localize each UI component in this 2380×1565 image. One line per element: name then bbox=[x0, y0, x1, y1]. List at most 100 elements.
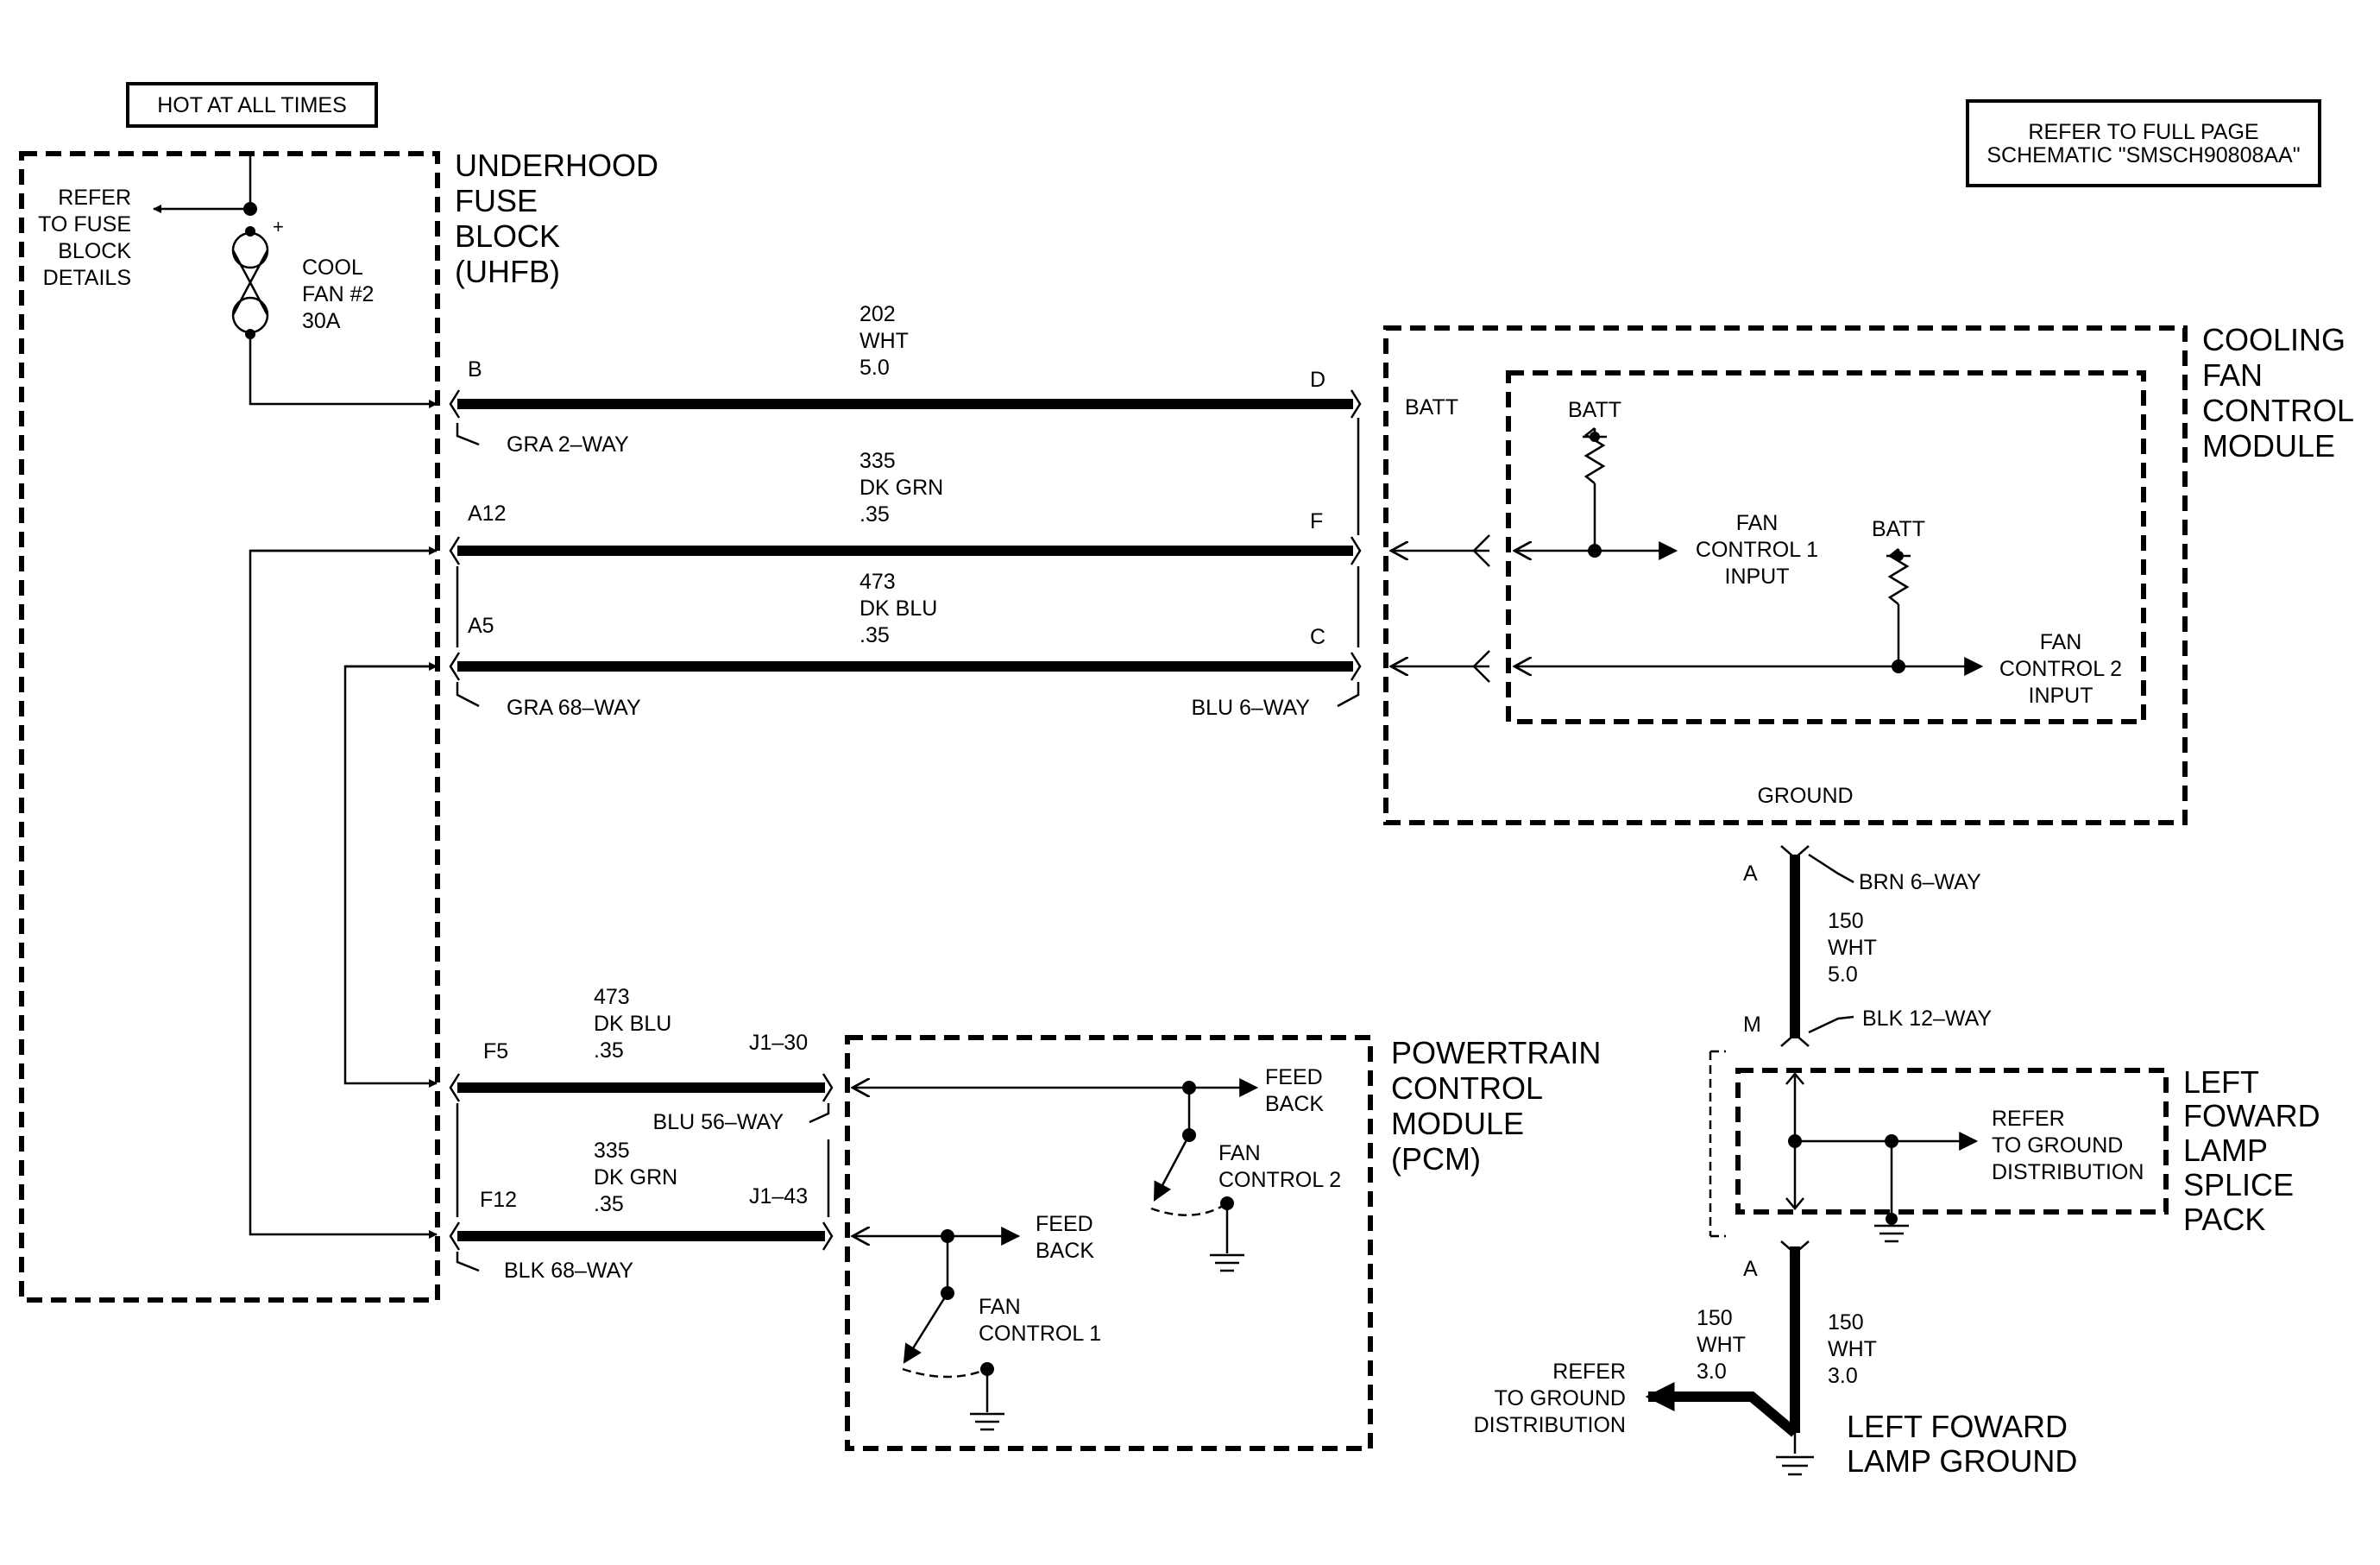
w335-color: DK GRN bbox=[859, 476, 943, 500]
wire-473: A5 C 473 DK BLU .35 GRA 68–WAY BLU 6–WAY bbox=[449, 570, 1362, 720]
feedback1-2: BACK bbox=[1036, 1239, 1094, 1263]
uhfb-title-3: BLOCK bbox=[455, 218, 560, 254]
w150b-right-gauge: 3.0 bbox=[1828, 1364, 1858, 1388]
w150b-right-color: WHT bbox=[1828, 1337, 1877, 1361]
fuse-plus: + bbox=[273, 216, 284, 237]
uhfb-title-4: (UHFB) bbox=[455, 254, 560, 289]
w150a-connector-bottom: BLK 12–WAY bbox=[1862, 1007, 1992, 1031]
resistor-1-icon bbox=[1584, 427, 1606, 484]
p473-gauge: .35 bbox=[594, 1038, 624, 1063]
uhfb-title-2: FUSE bbox=[455, 183, 538, 218]
feedback1-1: FEED bbox=[1036, 1212, 1093, 1236]
feedback2-2: BACK bbox=[1265, 1092, 1324, 1116]
splice-pack: LEFT FOWARD LAMP SPLICE PACK REFER TO GR… bbox=[1709, 1050, 2320, 1243]
p473-pin-right: J1–30 bbox=[749, 1031, 808, 1055]
uhfb-refer-1: REFER bbox=[58, 186, 131, 210]
w473-connector-right: BLU 6–WAY bbox=[1191, 696, 1310, 720]
w150a-color: WHT bbox=[1828, 936, 1877, 960]
fan-ctrl2-input-1: FAN bbox=[2040, 630, 2082, 654]
pcm-wire-473: F5 J1–30 473 DK BLU .35 BLU 56–WAY bbox=[449, 985, 834, 1217]
splice-pack-boundary bbox=[1735, 1068, 2169, 1215]
p335-circuit: 335 bbox=[594, 1139, 630, 1163]
w335-pin-left: A12 bbox=[468, 502, 506, 526]
w150b-right-circuit: 150 bbox=[1828, 1310, 1864, 1335]
p335-gauge: .35 bbox=[594, 1192, 624, 1216]
p473-color: DK BLU bbox=[594, 1012, 671, 1036]
refer-full-page-line2: SCHEMATIC "SMSCH90808AA" bbox=[1986, 143, 2300, 167]
w473-color: DK BLU bbox=[859, 596, 937, 621]
powertrain-control-module: POWERTRAIN CONTROL MODULE (PCM) FEED BAC… bbox=[845, 1035, 1601, 1451]
pcm-title-4: (PCM) bbox=[1391, 1141, 1481, 1177]
ground-refer-2: TO GROUND bbox=[1495, 1386, 1626, 1410]
fuse-name-2: FAN #2 bbox=[302, 282, 374, 306]
fan-ctrl1-input-2: CONTROL 1 bbox=[1696, 538, 1818, 562]
fan-ctrl2-switch-icon bbox=[1153, 1134, 1191, 1202]
w150a-circuit: 150 bbox=[1828, 909, 1864, 933]
hot-at-all-times-label: HOT AT ALL TIMES bbox=[157, 93, 347, 117]
w150a-gauge: 5.0 bbox=[1828, 962, 1858, 987]
p335-pin-right: J1–43 bbox=[749, 1184, 808, 1208]
wire-150-lower: A 150 WHT 3.0 150 WHT 3.0 REFER TO GROUN… bbox=[1474, 1240, 2077, 1479]
p473-connector-right: BLU 56–WAY bbox=[653, 1110, 784, 1134]
fuse-name-3: 30A bbox=[302, 309, 341, 333]
w202-circuit: 202 bbox=[859, 302, 896, 326]
pcm-wire-335: F12 J1–43 335 DK GRN .35 BLK 68–WAY bbox=[449, 1139, 834, 1283]
w150b-pin: A bbox=[1743, 1257, 1758, 1281]
pcm-boundary bbox=[845, 1035, 1373, 1451]
splice-title-2: FOWARD bbox=[2183, 1098, 2320, 1133]
w473-circuit: 473 bbox=[859, 570, 896, 594]
uhfb-refer-3: BLOCK bbox=[58, 239, 131, 263]
p335-pin-left: F12 bbox=[480, 1188, 517, 1212]
ground-symbol-icon bbox=[1874, 1213, 1909, 1243]
w202-pin-left: B bbox=[468, 357, 482, 382]
hot-at-all-times-badge: HOT AT ALL TIMES bbox=[126, 82, 378, 128]
lamp-ground-title-2: LAMP GROUND bbox=[1847, 1443, 2077, 1479]
pcm-title-3: MODULE bbox=[1391, 1106, 1524, 1141]
cfcm-batt-outer: BATT bbox=[1405, 395, 1458, 420]
w335-circuit: 335 bbox=[859, 449, 896, 473]
fan-ctrl1-1: FAN bbox=[979, 1295, 1021, 1319]
splice-title-4: SPLICE bbox=[2183, 1167, 2294, 1202]
w335-pin-right: F bbox=[1310, 509, 1323, 533]
p473-pin-left: F5 bbox=[483, 1039, 508, 1063]
wire-150-upper: A BRN 6–WAY 150 WHT 5.0 M BLK 12–WAY bbox=[1743, 845, 1992, 1047]
ground-refer-1: REFER bbox=[1552, 1360, 1626, 1384]
w202-connector-left: GRA 2–WAY bbox=[507, 432, 629, 457]
fan-ctrl2-input-3: INPUT bbox=[2029, 684, 2094, 708]
uhfb-refer-2: TO FUSE bbox=[38, 212, 131, 237]
w150b-left-circuit: 150 bbox=[1697, 1306, 1733, 1330]
p335-color: DK GRN bbox=[594, 1165, 677, 1190]
fan-ctrl1-2: CONTROL 1 bbox=[979, 1322, 1101, 1346]
pcm-ground-2-icon bbox=[1210, 1253, 1244, 1272]
w150a-pin-bottom: M bbox=[1743, 1013, 1761, 1037]
w473-pin-right: C bbox=[1310, 625, 1325, 649]
w202-gauge: 5.0 bbox=[859, 356, 890, 380]
w150a-pin-top: A bbox=[1743, 861, 1758, 886]
cfcm-title-3: CONTROL bbox=[2202, 393, 2354, 428]
fan-ctrl1-input-3: INPUT bbox=[1725, 565, 1790, 589]
fan-ctrl1-switch-icon bbox=[903, 1292, 949, 1364]
fan-ctrl2-input-2: CONTROL 2 bbox=[1999, 657, 2122, 681]
splice-title-1: LEFT bbox=[2183, 1064, 2259, 1100]
fan-ctrl2-1: FAN bbox=[1218, 1141, 1261, 1165]
w202-color: WHT bbox=[859, 329, 909, 353]
w150a-connector-top: BRN 6–WAY bbox=[1859, 870, 1981, 894]
feedback2-1: FEED bbox=[1265, 1065, 1323, 1089]
pcm-title-2: CONTROL bbox=[1391, 1070, 1543, 1106]
cfcm-batt-2: BATT bbox=[1872, 517, 1925, 541]
w335-gauge: .35 bbox=[859, 502, 890, 527]
w150b-left-gauge: 3.0 bbox=[1697, 1360, 1727, 1384]
wire-202: B D 202 WHT 5.0 GRA 2–WAY bbox=[449, 302, 1362, 535]
w150b-left-color: WHT bbox=[1697, 1333, 1746, 1357]
cfcm-outer-boundary bbox=[1383, 325, 2188, 825]
cooling-fan-control-module: COOLING FAN CONTROL MODULE BATT BATT FAN… bbox=[1383, 322, 2354, 825]
p335-connector-left: BLK 68–WAY bbox=[504, 1259, 633, 1283]
w473-connector-left: GRA 68–WAY bbox=[507, 696, 641, 720]
fan-ctrl1-input-1: FAN bbox=[1736, 511, 1779, 535]
cfcm-ground: GROUND bbox=[1757, 784, 1853, 808]
splice-refer-1: REFER bbox=[1992, 1107, 2065, 1131]
pcm-title-1: POWERTRAIN bbox=[1391, 1035, 1601, 1070]
fan-ctrl2-2: CONTROL 2 bbox=[1218, 1168, 1341, 1192]
w202-pin-right: D bbox=[1310, 368, 1325, 392]
